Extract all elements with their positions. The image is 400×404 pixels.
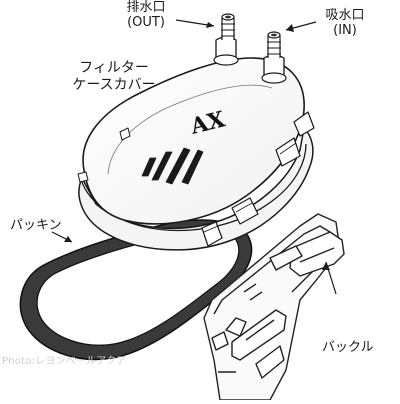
- cover-label-line1: フィルター: [79, 60, 149, 76]
- outlet-label: 排水口 (OUT): [116, 0, 176, 30]
- buckle-arrowhead: [322, 262, 330, 270]
- gasket-label: パッキン: [10, 218, 62, 233]
- photo-credit-watermark: Photo:レヨンベールアクア: [2, 356, 127, 367]
- inlet-label-main: 吸水口: [325, 8, 365, 23]
- gasket-arrowhead: [64, 236, 72, 242]
- outlet-label-sub: (OUT): [127, 15, 165, 30]
- outlet-label-main: 排水口: [126, 0, 166, 15]
- filter-case-cover: [77, 13, 315, 251]
- cover-label: フィルター ケースカバー: [66, 60, 162, 94]
- inlet-label-sub: (IN): [333, 23, 357, 38]
- gasket-ring: [19, 219, 253, 361]
- inlet-label: 吸水口 (IN): [314, 8, 376, 38]
- cover-label-line2: ケースカバー: [72, 77, 156, 93]
- buckle-label: バックル: [322, 340, 374, 355]
- housing-buckle: [203, 213, 345, 401]
- outlet-arrowhead: [206, 22, 214, 28]
- inlet-arrowhead: [286, 24, 294, 32]
